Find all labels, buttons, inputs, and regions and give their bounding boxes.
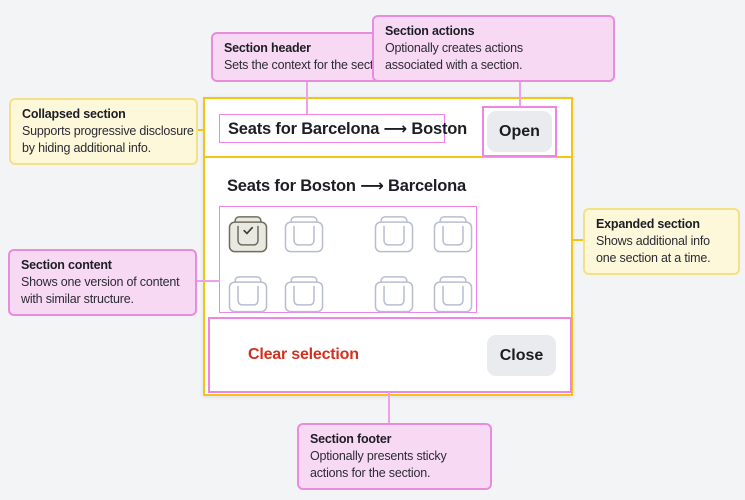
note-section-footer: Section footer Optionally presents stick… xyxy=(297,423,492,490)
seat-icon xyxy=(374,216,414,253)
seat-icon xyxy=(228,216,268,253)
expanded-section-title: Seats for Boston ⟶ Barcelona xyxy=(227,177,467,195)
note-title: Expanded section xyxy=(596,217,700,231)
note-expanded-section: Expanded section Shows additional info o… xyxy=(583,208,740,275)
close-button[interactable]: Close xyxy=(487,335,556,376)
connector-section-footer xyxy=(388,392,390,423)
section-action-highlight: Open xyxy=(482,106,557,157)
seat[interactable] xyxy=(373,215,415,253)
note-title: Collapsed section xyxy=(22,107,126,121)
note-title: Section header xyxy=(224,41,311,55)
collapsed-section-header-highlight: Seats for Barcelona ⟶ Boston xyxy=(219,114,467,143)
note-line: actions for the section. xyxy=(310,466,431,480)
seat[interactable] xyxy=(432,215,474,253)
clear-selection-button[interactable]: Clear selection xyxy=(242,319,365,391)
note-line: Shows additional info xyxy=(596,234,710,248)
seat[interactable] xyxy=(283,215,325,253)
note-title: Section content xyxy=(21,258,112,272)
seat-icon xyxy=(228,276,268,313)
note-line: Optionally creates actions xyxy=(385,41,523,55)
open-button[interactable]: Open xyxy=(487,111,552,152)
section-footer-highlight: Clear selection Close xyxy=(208,317,572,393)
seat-icon xyxy=(284,276,324,313)
seat[interactable] xyxy=(373,275,415,313)
note-line: associated with a section. xyxy=(385,58,523,72)
seat-grid xyxy=(219,206,477,313)
seat-icon xyxy=(284,216,324,253)
seat-icon xyxy=(433,276,473,313)
note-line: Supports progressive disclosure xyxy=(22,124,194,138)
seat-icon xyxy=(433,216,473,253)
seat-icon xyxy=(374,276,414,313)
note-line: with similar structure. xyxy=(21,292,134,306)
note-line: Shows one version of content xyxy=(21,275,180,289)
note-line: one section at a time. xyxy=(596,251,711,265)
seat[interactable] xyxy=(227,215,269,253)
note-line: Sets the context for the section. xyxy=(224,58,393,72)
seat[interactable] xyxy=(227,275,269,313)
seat[interactable] xyxy=(432,275,474,313)
seat[interactable] xyxy=(283,275,325,313)
note-section-header: Section header Sets the context for the … xyxy=(211,32,401,82)
note-title: Section footer xyxy=(310,432,392,446)
note-line: Optionally presents sticky xyxy=(310,449,447,463)
note-collapsed-section: Collapsed section Supports progressive d… xyxy=(9,98,198,165)
note-line: by hiding additional info. xyxy=(22,141,151,155)
collapsed-section-title: Seats for Barcelona ⟶ Boston xyxy=(228,119,468,138)
note-title: Section actions xyxy=(385,24,475,38)
note-section-actions: Section actions Optionally creates actio… xyxy=(372,15,615,82)
note-section-content: Section content Shows one version of con… xyxy=(8,249,197,316)
